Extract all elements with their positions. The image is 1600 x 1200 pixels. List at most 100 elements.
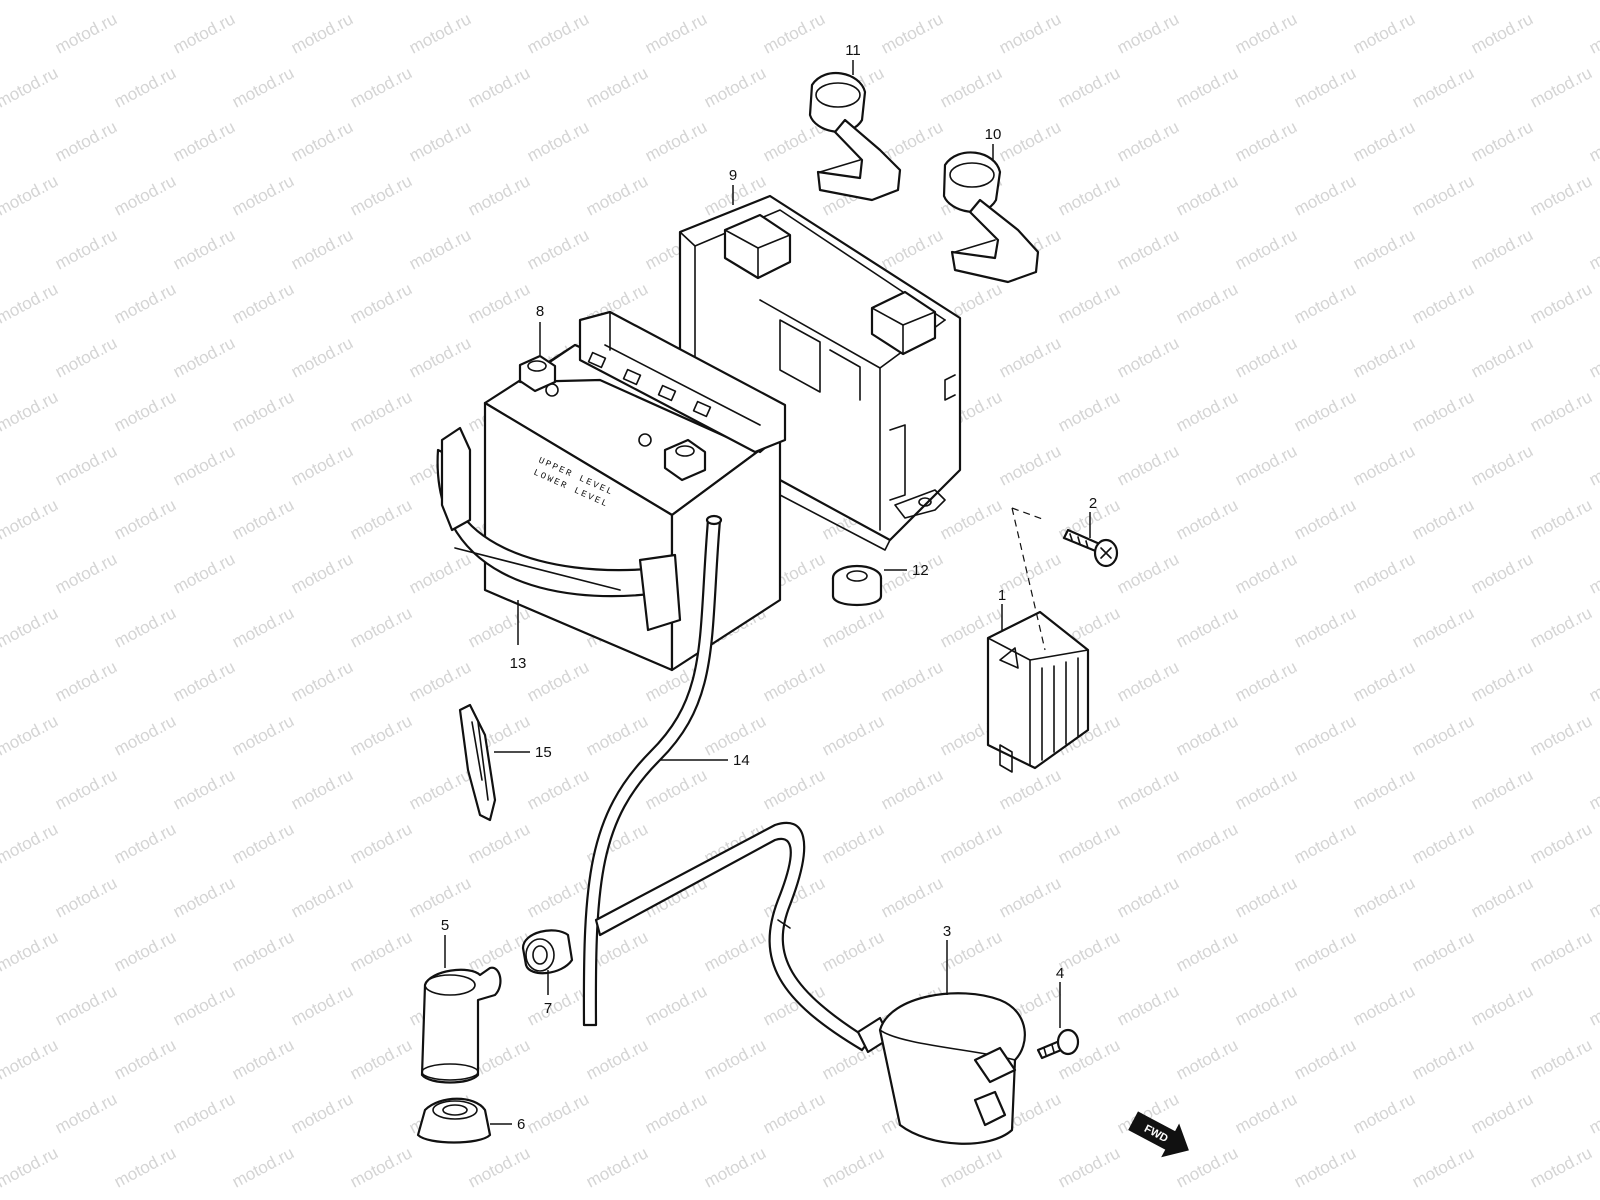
- watermark-text: motod.ru: [1409, 495, 1477, 543]
- watermark-text: motod.ru: [1527, 495, 1595, 543]
- watermark-text: motod.ru: [1586, 1089, 1600, 1137]
- watermark-text: motod.ru: [111, 387, 179, 435]
- clip-15: [458, 703, 497, 822]
- watermark-text: motod.ru: [0, 441, 2, 489]
- watermark-text: motod.ru: [1468, 873, 1536, 921]
- watermark-text: motod.ru: [878, 657, 946, 705]
- watermark-text: motod.ru: [1291, 0, 1359, 4]
- watermark-text: motod.ru: [465, 0, 533, 4]
- watermark-text: motod.ru: [1527, 0, 1595, 4]
- watermark-text: motod.ru: [288, 333, 356, 381]
- watermark-text: motod.ru: [937, 819, 1005, 867]
- watermark-text: motod.ru: [524, 657, 592, 705]
- watermark-text: motod.ru: [1527, 927, 1595, 975]
- callout-15: 15: [535, 744, 552, 761]
- watermark-text: motod.ru: [406, 225, 474, 273]
- watermark-text: motod.ru: [1468, 657, 1536, 705]
- watermark-text: motod.ru: [406, 333, 474, 381]
- watermark-text: motod.ru: [229, 387, 297, 435]
- watermark-text: motod.ru: [0, 1089, 2, 1137]
- watermark-text: motod.ru: [111, 1143, 179, 1191]
- watermark-text: motod.ru: [583, 171, 651, 219]
- watermark-text: motod.ru: [1468, 225, 1536, 273]
- watermark-text: motod.ru: [1291, 171, 1359, 219]
- watermark-text: motod.ru: [1232, 333, 1300, 381]
- watermark-text: motod.ru: [1409, 819, 1477, 867]
- watermark-text: motod.ru: [1350, 549, 1418, 597]
- watermark-text: motod.ru: [52, 117, 120, 165]
- watermark-text: motod.ru: [347, 927, 415, 975]
- watermark-text: motod.ru: [1586, 225, 1600, 273]
- watermark-text: motod.ru: [819, 927, 887, 975]
- watermark-text: motod.ru: [0, 927, 61, 975]
- watermark-text: motod.ru: [937, 0, 1005, 4]
- watermark-text: motod.ru: [1468, 9, 1536, 57]
- watermark-text: motod.ru: [1114, 981, 1182, 1029]
- watermark-text: motod.ru: [1350, 765, 1418, 813]
- watermark-text: motod.ru: [1527, 1035, 1595, 1083]
- watermark-text: motod.ru: [701, 1143, 769, 1191]
- watermark-text: motod.ru: [406, 117, 474, 165]
- watermark-text: motod.ru: [1468, 117, 1536, 165]
- watermark-text: motod.ru: [760, 765, 828, 813]
- clamp-11: [808, 72, 902, 202]
- watermark-text: motod.ru: [288, 765, 356, 813]
- bolt-4: [1036, 1028, 1080, 1060]
- watermark-text: motod.ru: [52, 981, 120, 1029]
- watermark-text: motod.ru: [111, 171, 179, 219]
- watermark-text: motod.ru: [1232, 765, 1300, 813]
- watermark-text: motod.ru: [642, 1089, 710, 1137]
- cap-nut: [416, 1097, 492, 1144]
- watermark-text: motod.ru: [0, 495, 61, 543]
- watermark-text: motod.ru: [1232, 117, 1300, 165]
- watermark-text: motod.ru: [0, 117, 2, 165]
- watermark-text: motod.ru: [1173, 819, 1241, 867]
- watermark-text: motod.ru: [288, 981, 356, 1029]
- watermark-text: motod.ru: [229, 927, 297, 975]
- watermark-text: motod.ru: [347, 495, 415, 543]
- watermark-text: motod.ru: [170, 873, 238, 921]
- watermark-text: motod.ru: [642, 9, 710, 57]
- watermark-text: motod.ru: [0, 819, 61, 867]
- watermark-text: motod.ru: [583, 1143, 651, 1191]
- watermark-text: motod.ru: [878, 225, 946, 273]
- watermark-text: motod.ru: [170, 117, 238, 165]
- watermark-text: motod.ru: [1291, 495, 1359, 543]
- watermark-text: motod.ru: [347, 0, 415, 4]
- watermark-text: motod.ru: [996, 9, 1064, 57]
- watermark-text: motod.ru: [1409, 63, 1477, 111]
- watermark-text: motod.ru: [52, 441, 120, 489]
- callout-3: 3: [943, 923, 951, 940]
- watermark-text: motod.ru: [1527, 603, 1595, 651]
- watermark-text: motod.ru: [347, 387, 415, 435]
- watermark-text: motod.ru: [1291, 63, 1359, 111]
- watermark-text: motod.ru: [347, 603, 415, 651]
- watermark-text: motod.ru: [288, 873, 356, 921]
- regulator: [986, 610, 1090, 773]
- battery: UPPER LEVEL LOWER LEVEL: [483, 310, 787, 672]
- watermark-text: motod.ru: [229, 63, 297, 111]
- watermark-text: motod.ru: [1055, 927, 1123, 975]
- watermark-text: motod.ru: [1409, 171, 1477, 219]
- watermark-text: motod.ru: [1055, 171, 1123, 219]
- watermark-text: motod.ru: [1114, 441, 1182, 489]
- watermark-text: motod.ru: [1409, 0, 1477, 4]
- watermark-text: motod.ru: [1291, 1035, 1359, 1083]
- watermark-text: motod.ru: [1468, 333, 1536, 381]
- watermark-text: motod.ru: [1291, 927, 1359, 975]
- callout-2: 2: [1089, 495, 1097, 512]
- watermark-text: motod.ru: [1409, 1143, 1477, 1191]
- bolt-2: [1062, 528, 1119, 568]
- watermark-text: motod.ru: [229, 171, 297, 219]
- watermark-text: motod.ru: [170, 333, 238, 381]
- battery-strap: [436, 426, 682, 632]
- watermark-text: motod.ru: [1409, 387, 1477, 435]
- watermark-text: motod.ru: [996, 441, 1064, 489]
- watermark-text: motod.ru: [1527, 1143, 1595, 1191]
- watermark-text: motod.ru: [1527, 387, 1595, 435]
- watermark-text: motod.ru: [1586, 9, 1600, 57]
- watermark-text: motod.ru: [347, 1143, 415, 1191]
- watermark-text: motod.ru: [1468, 549, 1536, 597]
- watermark-text: motod.ru: [0, 657, 2, 705]
